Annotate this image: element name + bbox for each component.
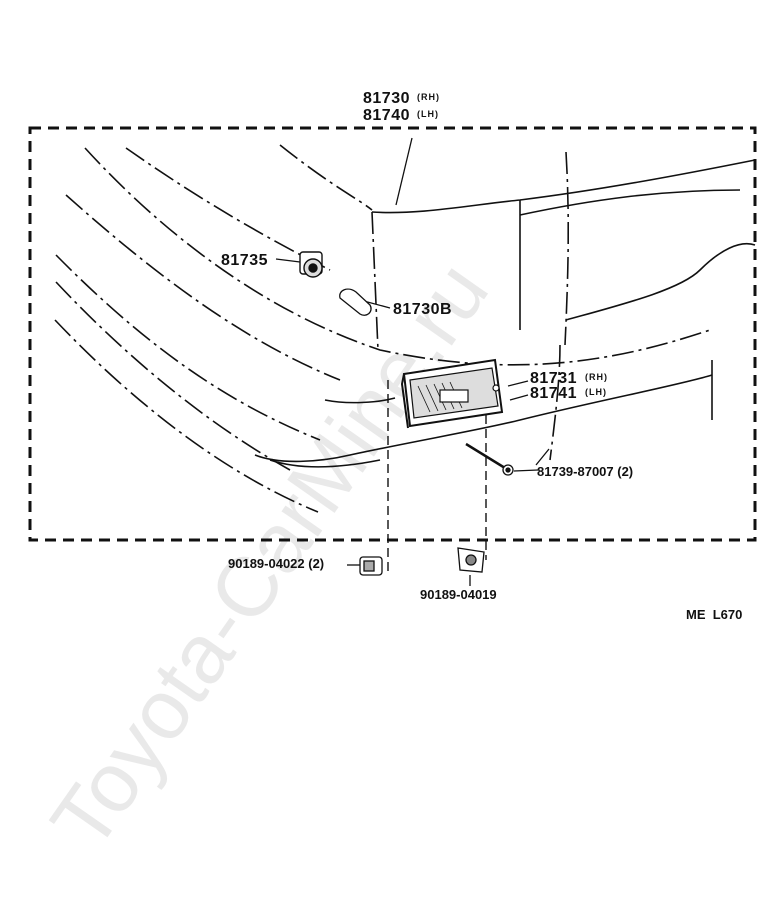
figure-code: ME L670 (686, 607, 742, 622)
clip-left-label: 90189-04022 (2) (228, 556, 324, 571)
assembly-rh-part: 81730 (363, 90, 410, 107)
assembly-lh-side: (LH) (417, 109, 439, 119)
bulb-label: 81730B (393, 301, 452, 318)
lens-rh-part: 81731 (530, 370, 577, 387)
lens-lh-side: (LH) (585, 387, 607, 397)
lens-rh-side: (RH) (585, 372, 608, 382)
assembly-rh-side: (RH) (417, 92, 440, 102)
socket-icon (299, 251, 323, 278)
assembly-boundary (28, 126, 757, 542)
clip-bottom-icon (457, 547, 485, 573)
assembly-lh-part: 81740 (363, 107, 410, 124)
socket-label: 81735 (221, 252, 268, 269)
leader-lines (275, 137, 550, 586)
screw-label: 81739-87007 (2) (537, 464, 633, 479)
screw-icon (465, 442, 514, 476)
bulb-icon (339, 288, 372, 316)
clip-bottom-label: 90189-04019 (420, 587, 497, 602)
side-marker-lamp (400, 358, 504, 429)
body-outlines (254, 159, 756, 468)
install-guides (387, 380, 487, 575)
body-contour-lines (54, 144, 711, 513)
clip-left-icon (359, 556, 383, 576)
lens-lh-part: 81741 (530, 385, 577, 402)
